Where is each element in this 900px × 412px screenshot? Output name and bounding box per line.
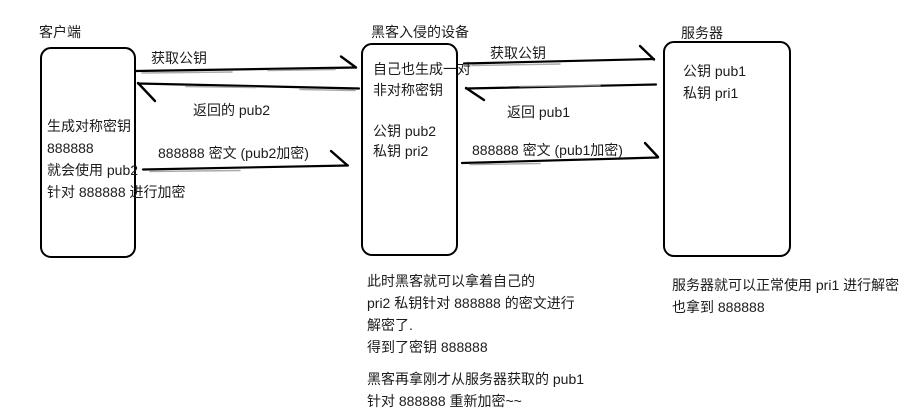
- server-node-text: 公钥 pub1 私钥 pri1: [683, 60, 746, 104]
- arrow-label-return-pub2: 返回的 pub2: [193, 102, 271, 118]
- hacker-node-text-line: 公钥 pub2: [373, 122, 437, 139]
- hacker-node-text-line: 非对称密钥: [373, 81, 443, 98]
- server-note-line: 也拿到 888888: [672, 299, 765, 315]
- server-node-box: [663, 41, 791, 257]
- server-node-title: 服务器: [681, 25, 723, 41]
- client-node-text: 生成对称密钥 888888 就会使用 pub2 针对 888888 进行加密: [47, 115, 186, 203]
- hacker-note-line: 此时黑客就可以拿着自己的: [367, 273, 535, 289]
- client-node-text-line: 就会使用 pub2: [47, 162, 139, 178]
- hacker-node-text: 自己也生成一对 非对称密钥 公钥 pub2 私钥 pri2: [373, 59, 471, 162]
- hacker-node-title: 黑客入侵的设备: [371, 24, 469, 40]
- arrow-hacker-to-client-return-pub2-icon: [136, 81, 361, 103]
- hacker-note-line: 黑客再拿刚才从服务器获取的 pub1: [367, 371, 585, 387]
- server-note: 服务器就可以正常使用 pri1 进行解密 也拿到 888888: [672, 274, 899, 318]
- client-node-box: [40, 47, 136, 258]
- arrow-hacker-to-server-get-key-icon: [462, 44, 656, 67]
- client-node-text-line: 针对 888888 进行加密: [47, 184, 186, 200]
- arrow-server-to-hacker-return-pub1-icon: [464, 83, 658, 102]
- hacker-note-line: 针对 888888 重新加密~~: [367, 393, 522, 409]
- client-node-text-line: 生成对称密钥: [47, 118, 131, 134]
- arrow-label-cipher-pub2: 888888 密文 (pub2加密): [158, 145, 309, 161]
- client-node-text-line: 888888: [47, 140, 94, 156]
- arrow-hacker-to-server-ciphertext-icon: [460, 141, 660, 166]
- hacker-note-line: 解密了.: [367, 317, 413, 333]
- arrow-label-return-pub1: 返回 pub1: [507, 104, 571, 120]
- hacker-node-text-line: 自己也生成一对: [373, 61, 471, 77]
- hacker-note-line: 得到了密钥 888888: [367, 339, 488, 355]
- hacker-node-text-line: 私钥 pri2: [373, 143, 429, 159]
- server-node-text-line: 私钥 pri1: [683, 85, 739, 101]
- client-node-title: 客户端: [39, 24, 81, 40]
- arrow-label-hacker-get-key: 获取公钥: [490, 45, 546, 61]
- arrow-label-cipher-pub1: 888888 密文 (pub1加密): [472, 142, 623, 158]
- hacker-node-text-line: [373, 100, 471, 121]
- hacker-note-line: pri2 私钥针对 888888 的密文进行: [367, 295, 575, 311]
- server-node-text-line: 公钥 pub1: [683, 63, 747, 79]
- arrow-client-to-hacker-get-key-icon: [134, 55, 358, 74]
- hacker-note-paragraph-2: 黑客再拿刚才从服务器获取的 pub1 针对 888888 重新加密~~: [367, 368, 584, 412]
- arrow-client-to-hacker-ciphertext-icon: [141, 149, 350, 173]
- arrow-label-client-get-key: 获取公钥: [151, 50, 207, 66]
- hacker-node-box: [361, 43, 458, 256]
- hacker-note-paragraph-1: 此时黑客就可以拿着自己的 pri2 私钥针对 888888 的密文进行 解密了.…: [367, 270, 575, 358]
- server-note-line: 服务器就可以正常使用 pri1 进行解密: [672, 277, 900, 293]
